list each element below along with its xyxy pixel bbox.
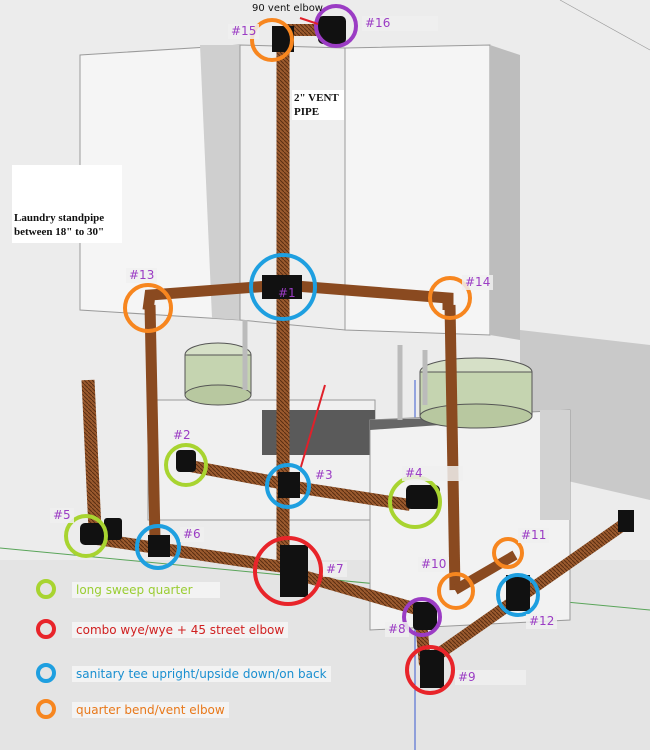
fitting-16-marker (314, 4, 358, 48)
fitting-14-marker (428, 276, 472, 320)
fitting-label-14: #14 (462, 275, 494, 290)
laundry-note-line1: Laundry standpipe (14, 212, 105, 224)
fitting-7-marker (253, 536, 323, 606)
laundry-note-line2: between 18" to 30" (14, 226, 105, 238)
legend-label-quarter-bend: quarter bend/vent elbow (72, 702, 229, 718)
supply-lines (242, 320, 428, 420)
fitting-label-9: #9 (455, 670, 526, 685)
fitting-label-8: #8 (385, 622, 409, 637)
vent-elbow-note: 90 vent elbow (252, 3, 323, 14)
fitting-label-12: #12 (526, 614, 558, 629)
fitting-13-marker (123, 283, 173, 333)
legend-label-combo-wye: combo wye/wye + 45 street elbow (72, 622, 289, 638)
fitting-label-1: #1 (278, 286, 296, 300)
fitting-label-3: #3 (312, 468, 336, 483)
fitting-markers (64, 4, 540, 695)
fitting-11-marker (492, 537, 524, 569)
fitting-5-marker (64, 514, 108, 558)
green-ring-icon (36, 579, 56, 599)
fitting-15-marker (250, 18, 294, 62)
fitting-6-marker (135, 524, 181, 570)
fitting-1-marker (249, 253, 317, 321)
orange-ring-icon (36, 699, 56, 719)
fitting-9-marker (405, 645, 455, 695)
legend-label-sanitary-tee: sanitary tee upright/upside down/on back (72, 666, 331, 682)
fitting-label-11: #11 (518, 528, 550, 543)
fitting-label-6: #6 (180, 527, 204, 542)
fitting-label-7: #7 (323, 562, 347, 577)
fitting-label-2: #2 (170, 428, 194, 443)
vent-pipe-note-line: 2" VENT PIPE (292, 90, 344, 120)
fitting-12-marker (496, 573, 540, 617)
laundry-standpipe-note: Laundry standpipe between 18" to 30" (12, 165, 122, 243)
fitting-label-5: #5 (50, 508, 74, 523)
fitting-label-4: #4 (402, 466, 463, 481)
fitting-label-13: #13 (126, 268, 158, 283)
fitting-label-15: #15 (228, 24, 260, 39)
red-ring-icon (36, 619, 56, 639)
fitting-8-marker (402, 597, 442, 637)
fitting-2-marker (164, 443, 208, 487)
legend-label-long-sweep: long sweep quarter (72, 582, 220, 598)
blue-ring-icon (36, 663, 56, 683)
fitting-label-16: #16 (362, 16, 438, 31)
fitting-3-marker (265, 463, 311, 509)
fitting-label-10: #10 (418, 557, 450, 572)
fitting-bodies (80, 16, 634, 688)
fitting-10-marker (437, 572, 475, 610)
